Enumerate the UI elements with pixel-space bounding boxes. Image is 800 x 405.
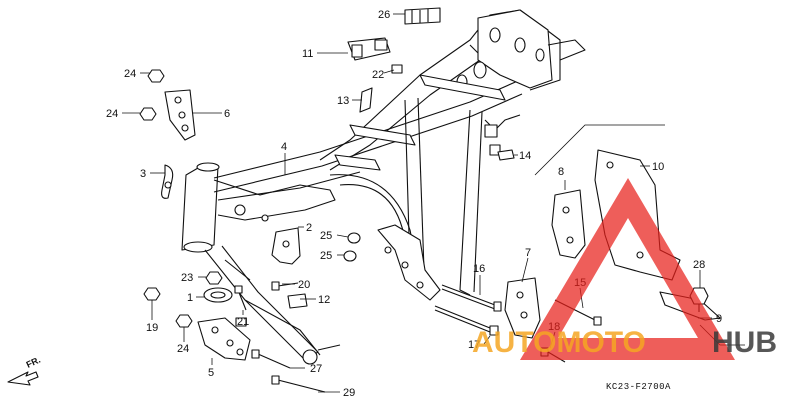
front-arrow-icon: [7, 371, 39, 386]
leader-lines: [122, 13, 712, 393]
part-24-nut-lower: [175, 314, 193, 328]
part-16-bolt: [441, 284, 502, 312]
part-19-nut: [143, 287, 161, 301]
part-23-nut: [205, 271, 223, 285]
watermark-triangle-icon: [520, 178, 735, 360]
diagram-code: KC23-F2700A: [606, 382, 671, 392]
part-3-clip: [161, 164, 174, 199]
front-direction-indicator: FR.: [7, 355, 42, 386]
callout-25-b: 25: [320, 250, 332, 262]
part-5-bracket: [197, 317, 251, 361]
callout-21: 21: [237, 316, 249, 328]
part-22-clip: [391, 64, 403, 74]
part-6-bracket: [164, 89, 196, 141]
watermark-text-primary: AUTOMOTO: [472, 326, 646, 359]
part-17-bolt: [434, 305, 499, 336]
callout-7: 7: [525, 247, 531, 259]
part-12-plate: [287, 293, 308, 309]
callout-29: 29: [343, 387, 355, 399]
part-21-bolt: [234, 285, 247, 311]
callout-24-c: 24: [177, 343, 189, 355]
callout-6: 6: [224, 108, 230, 120]
callout-25-a: 25: [320, 230, 332, 242]
part-8-bracket: [551, 189, 586, 259]
callout-8: 8: [558, 166, 564, 178]
part-29-bolt: [271, 375, 326, 393]
callout-10: 10: [652, 161, 664, 173]
part-24-nut-top: [139, 69, 165, 121]
callout-24-b: 24: [106, 108, 118, 120]
callout-23: 23: [181, 272, 193, 284]
part-25-nuts: [343, 232, 361, 262]
callout-17: 17: [468, 339, 480, 351]
part-27-bolt: [251, 349, 291, 369]
callout-28: 28: [693, 259, 705, 271]
part-13-label: [359, 87, 373, 113]
callout-12: 12: [318, 294, 330, 306]
callout-3: 3: [140, 168, 146, 180]
callout-19: 19: [146, 322, 158, 334]
main-frame: [181, 9, 586, 365]
callout-1: 1: [187, 292, 193, 304]
part-20-bolt: [271, 281, 299, 291]
callout-11: 11: [302, 48, 313, 60]
callout-2: 2: [306, 222, 312, 234]
callout-13: 13: [337, 95, 349, 107]
callout-24-a: 24: [124, 68, 136, 80]
part-11-bracket: [347, 37, 391, 61]
callout-20: 20: [298, 279, 310, 291]
watermark: AUTOMOTO HUB: [472, 178, 777, 360]
part-7-plate: [504, 277, 541, 339]
part-2-bracket: [271, 227, 301, 265]
callout-14: 14: [519, 150, 531, 162]
part-26-damper: [404, 7, 441, 25]
callout-27: 27: [310, 363, 322, 375]
callout-4: 4: [281, 141, 287, 153]
callout-16: 16: [473, 263, 485, 275]
callout-9: 9: [716, 313, 722, 325]
callout-22: 22: [372, 69, 384, 81]
watermark-text-secondary: HUB: [712, 326, 777, 359]
part-1-clamp: [203, 287, 233, 303]
part-14-label: [497, 149, 515, 161]
front-label: FR.: [25, 355, 42, 370]
rear-tower: [456, 9, 586, 90]
callout-5: 5: [208, 367, 214, 379]
callout-26: 26: [378, 9, 390, 21]
